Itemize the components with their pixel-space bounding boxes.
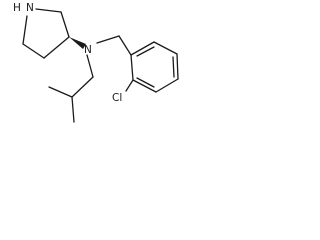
bond-ring-4 (22, 43, 45, 59)
bond-aryl-1 (130, 41, 155, 56)
bond-ch2-aryl (118, 35, 132, 56)
bond-ring-2 (60, 11, 70, 38)
bond-aryl-3 (176, 53, 179, 80)
atom-label-amine-n: N (84, 44, 92, 56)
bond-aryl-cl (125, 79, 134, 92)
bond-aryl-double-3 (136, 77, 155, 88)
bond-aryl-double-1 (136, 46, 155, 57)
bond-aryl-5 (132, 79, 157, 93)
stereo-wedge-bond (69, 37, 86, 49)
bond-n-benzyl-ch2 (96, 35, 120, 44)
atom-label-ring-n: N (26, 2, 34, 14)
structure-diagram: H N N Cl (13, 2, 179, 123)
atom-label-cl: Cl (112, 92, 122, 104)
bond-ring-3 (43, 36, 70, 59)
bond-ch-me1 (48, 86, 73, 98)
bond-n-ch2 (86, 54, 94, 78)
atom-label-h: H (13, 2, 21, 14)
bond-ring-1 (35, 8, 62, 13)
bond-ring-5 (22, 15, 28, 45)
bond-ch2-ch (71, 76, 94, 98)
bond-aryl-double-2 (172, 56, 175, 78)
bond-aryl-4 (155, 78, 179, 93)
bond-aryl-2 (153, 41, 178, 55)
bond-aryl-6 (130, 54, 134, 81)
bond-ch-me2 (71, 96, 75, 123)
